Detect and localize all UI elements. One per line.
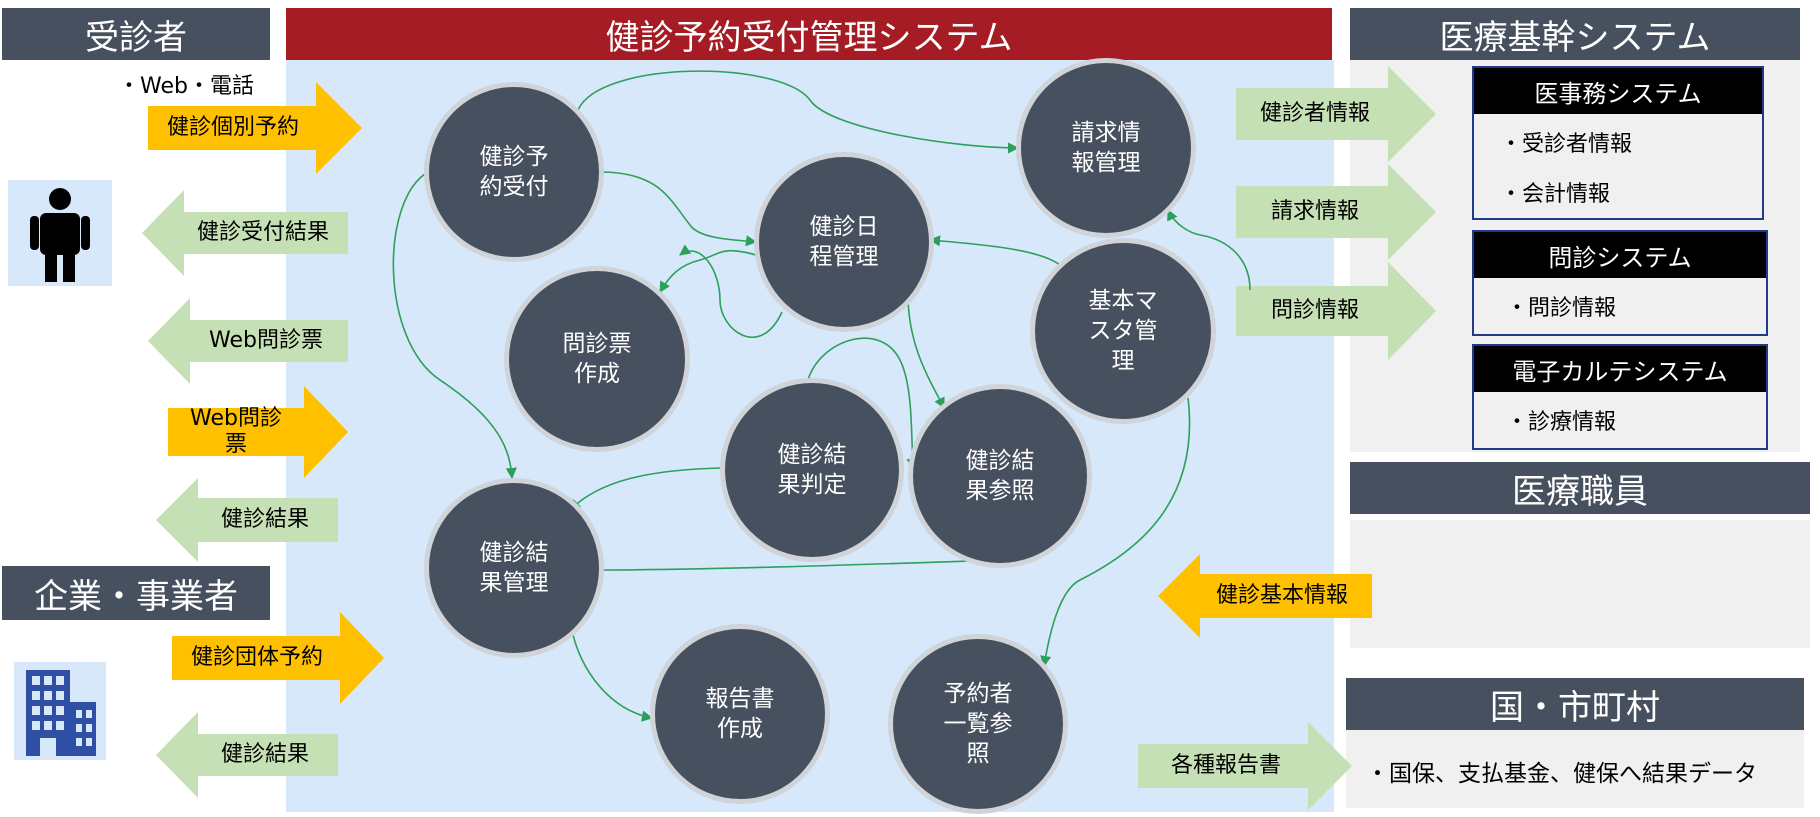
connector-reserve-schedule	[599, 171, 758, 247]
process-judge: 健診結 果判定	[720, 378, 904, 562]
connector-reserve-result	[392, 171, 517, 480]
arrow-label: 健診団体予約	[190, 645, 323, 670]
process-label: 健診日 程管理	[809, 214, 879, 270]
government-header: 国・市町村	[1346, 678, 1804, 730]
system-title: 問診システム	[1474, 232, 1766, 278]
process-master: 基本マ スタ管 理	[1030, 238, 1216, 424]
process-label: 問診票 作成	[562, 331, 632, 387]
process-label: 健診結 果参照	[965, 448, 1035, 504]
connector-judge-view	[807, 337, 918, 470]
process-label: 健診予 約受付	[479, 144, 549, 200]
government-note: ・国保、支払基金、健保へ結果データ	[1366, 761, 1757, 787]
arrow-label: 健診結果	[220, 507, 309, 532]
connector-master-schedule	[928, 235, 1061, 266]
patient-channel-note: ・Web・電話	[118, 74, 254, 99]
connector-schedule-loop	[679, 244, 783, 338]
staff-panel	[1350, 520, 1810, 648]
process-billing: 請求情 報管理	[1016, 58, 1196, 238]
arrow-web-questionnaire-out: Web問診票	[148, 298, 348, 384]
process-reservation: 健診予 約受付	[424, 82, 604, 262]
process-label: 健診結 果管理	[479, 540, 549, 596]
process-label: 報告書 作成	[705, 686, 775, 742]
arrow-reception-result: 健診受付結果	[142, 190, 348, 276]
patient-header: 受診者	[2, 8, 270, 60]
arrow-questionnaire-info: 問診情報	[1236, 262, 1436, 360]
process-questionnaire: 問診票 作成	[504, 266, 690, 452]
building-icon	[14, 662, 106, 760]
arrow-label: Web問診票	[209, 328, 323, 353]
staff-header: 医療職員	[1350, 462, 1810, 514]
system-item: ・診療情報	[1506, 410, 1617, 435]
connector-reserve-billing	[577, 70, 1020, 154]
arrow-group-reservation: 健診団体予約	[172, 612, 384, 704]
process-result-mgmt: 健診結 果管理	[424, 478, 604, 658]
process-schedule: 健診日 程管理	[754, 152, 934, 332]
arrow-label: 問診情報	[1270, 298, 1359, 323]
government-panel	[1346, 728, 1804, 808]
system-item: ・受診者情報	[1500, 132, 1633, 157]
arrow-label: 健診者情報	[1259, 101, 1370, 126]
connector-master-billing	[1167, 208, 1251, 291]
process-list: 予約者 一覧参 照	[888, 634, 1068, 814]
connector-result-view	[597, 554, 1004, 571]
arrow-label: 健診結果	[220, 742, 309, 767]
arrow-various-reports: 各種報告書	[1138, 722, 1352, 810]
arrow-billing-info: 請求情報	[1236, 164, 1436, 260]
arrow-label: Web問診 票	[190, 406, 282, 457]
arrow-label: 健診基本情報	[1215, 583, 1348, 608]
arrow-examinee-info: 健診者情報	[1236, 66, 1436, 162]
process-label: 基本マ スタ管 理	[1088, 288, 1158, 374]
questionnaire-system: 問診システム ・問診情報	[1472, 230, 1768, 336]
arrow-label: 各種報告書	[1170, 753, 1281, 778]
company-header: 企業・事業者	[2, 566, 270, 620]
process-label: 請求情 報管理	[1071, 120, 1141, 176]
process-view: 健診結 果参照	[908, 384, 1092, 568]
arrow-basic-info: 健診基本情報	[1158, 554, 1372, 638]
arrow-individual-reservation: 健診個別予約	[148, 82, 362, 174]
connector-schedule-questionnaire	[659, 249, 757, 293]
emr-system: 電子カルテシステム ・診療情報	[1472, 344, 1768, 450]
process-report: 報告書 作成	[650, 624, 830, 804]
arrow-web-questionnaire-in: Web問診 票	[168, 386, 348, 478]
person-icon	[8, 180, 112, 286]
system-title: 健診予約受付管理システム	[286, 8, 1332, 60]
arrow-checkup-result-patient: 健診結果	[156, 478, 338, 562]
system-item: ・問診情報	[1506, 296, 1617, 321]
arrow-label: 健診受付結果	[196, 220, 329, 245]
connector-master-list	[1040, 397, 1191, 668]
medical-core-header: 医療基幹システム	[1350, 8, 1800, 60]
process-label: 健診結 果判定	[777, 442, 847, 498]
arrow-label: 健診個別予約	[166, 115, 299, 140]
arrow-label: 請求情報	[1270, 199, 1359, 224]
connector-schedule-view	[907, 299, 945, 410]
medical-affairs-system: 医事務システム ・受診者情報 ・会計情報	[1472, 66, 1764, 220]
system-title: 医事務システム	[1474, 68, 1762, 114]
process-label: 予約者 一覧参 照	[943, 681, 1013, 767]
system-title: 電子カルテシステム	[1474, 346, 1766, 392]
system-item: ・会計情報	[1500, 182, 1611, 207]
arrow-checkup-result-company: 健診結果	[156, 712, 338, 798]
connector-judge-result	[569, 467, 721, 511]
connector-result-report	[571, 629, 654, 722]
